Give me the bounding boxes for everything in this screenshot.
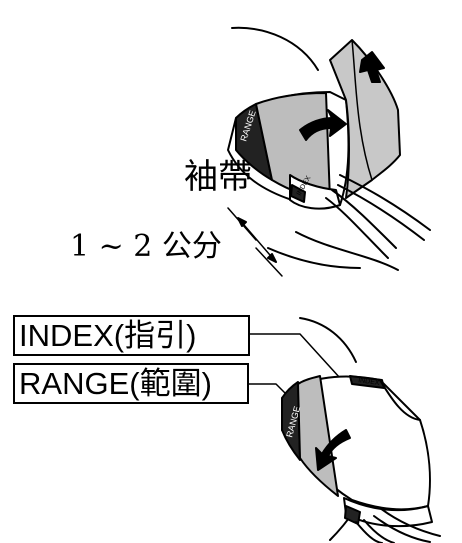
top-arrow-flap <box>359 51 385 83</box>
bottom-band-lower <box>343 497 433 528</box>
top-hose-2 <box>331 189 397 249</box>
top-arm-lower-edge <box>295 231 399 271</box>
top-arm-bottom <box>267 247 361 269</box>
bottom-band-edge <box>281 381 301 461</box>
distance-label: 1 ~ 2 公分 <box>70 229 222 264</box>
bottom-band-small-text: INDEX <box>358 377 380 387</box>
range-label: RANGE(範圍) <box>19 366 212 401</box>
top-dim-arrow <box>237 217 277 263</box>
top-arrow-wrap <box>299 109 347 141</box>
top-dim-line-2 <box>255 247 283 277</box>
bottom-hose-1 <box>379 507 441 537</box>
top-hose-1 <box>339 174 431 231</box>
index-leader-line <box>249 333 341 379</box>
cuff-label: 袖帶 <box>184 157 252 197</box>
bottom-arm-outline <box>299 317 357 363</box>
index-label-box: INDEX(指引) <box>13 315 250 356</box>
top-arm-outline <box>231 26 319 71</box>
bottom-arrow-wrap <box>315 429 351 471</box>
index-label: INDEX(指引) <box>19 318 197 353</box>
range-label-box: RANGE(範圍) <box>13 363 249 404</box>
bottom-hose-2 <box>363 519 395 543</box>
